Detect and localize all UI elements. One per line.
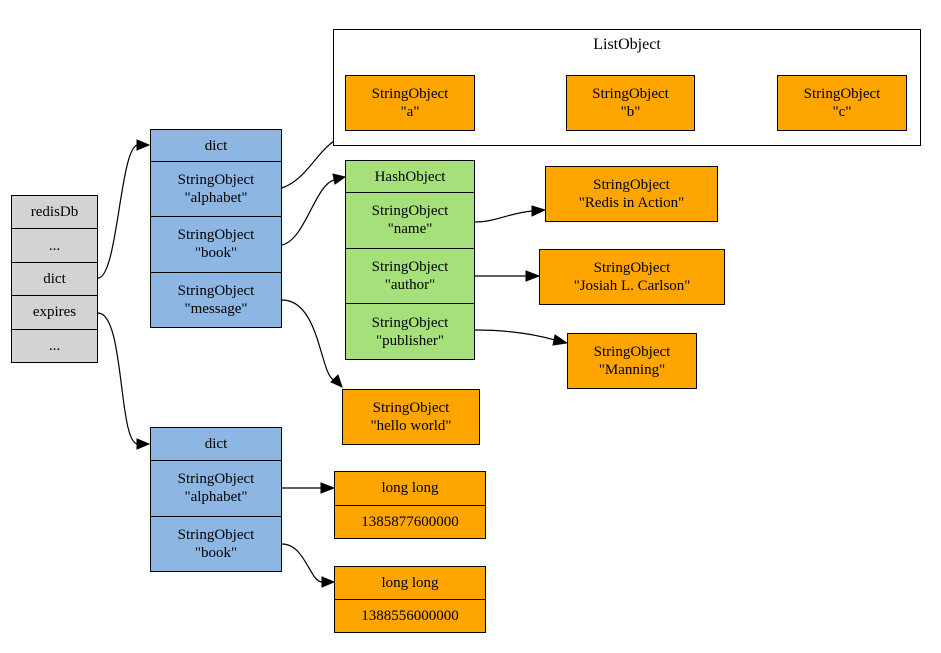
list-item-type: StringObject	[371, 86, 449, 102]
dict-main-key-type: StringObject	[177, 227, 255, 244]
message-value-hello-world: StringObject "hello world"	[342, 389, 480, 445]
hash-value-text: "Redis in Action"	[578, 195, 685, 211]
edge-author-to-value	[475, 270, 541, 282]
dict-expires-record: dict StringObject "alphabet" StringObjec…	[150, 427, 282, 572]
dict-main-key-book: StringObject "book"	[150, 216, 282, 273]
hash-value-type: StringObject	[593, 177, 670, 193]
redisdb-dict-field: dict	[11, 261, 98, 297]
dict-main-key-type: StringObject	[177, 282, 255, 299]
dict-expires-key-book: StringObject "book"	[150, 515, 282, 572]
dict-expires-key-type: StringObject	[177, 471, 255, 488]
redisdb-header: redisDb	[11, 195, 98, 230]
list-item-type: StringObject	[592, 86, 669, 102]
list-item-c: StringObject "c"	[777, 75, 907, 131]
expire-value-number: 1388556000000	[334, 599, 486, 633]
hash-field-type: StringObject	[371, 314, 449, 331]
expire-value-book: long long 1388556000000	[334, 566, 486, 633]
hash-field-value: "name"	[387, 221, 433, 238]
dict-expires-key-alphabet: StringObject "alphabet"	[150, 460, 282, 517]
edge-dict-to-dict-main	[97, 139, 151, 279]
dict-expires-key-value: "book"	[194, 544, 238, 561]
dict-expires-key-type: StringObject	[177, 526, 255, 543]
redisdb-record: redisDb ... dict expires ...	[11, 195, 98, 364]
dict-main-key-alphabet: StringObject "alphabet"	[150, 161, 282, 218]
hash-field-publisher: StringObject "publisher"	[345, 303, 475, 361]
redisdb-expires-field: expires	[11, 295, 98, 330]
edge-exp-book-to-longlong	[281, 543, 336, 588]
edge-exp-alphabet-to-longlong	[282, 482, 336, 494]
hash-field-name: StringObject "name"	[345, 192, 475, 249]
message-value-text: "hello world"	[370, 418, 452, 434]
hash-value-author: StringObject "Josiah L. Carlson"	[539, 249, 725, 305]
edge-publisher-to-value	[474, 329, 569, 346]
hash-value-redis-in-action: StringObject "Redis in Action"	[545, 166, 718, 222]
list-item-value: "a"	[400, 104, 420, 120]
hash-field-value: "publisher"	[375, 332, 445, 349]
edge-name-to-value	[474, 205, 547, 223]
expire-value-number: 1385877600000	[334, 504, 486, 539]
list-item-value: "c"	[832, 104, 852, 120]
dict-main-header: dict	[150, 129, 282, 162]
hash-field-type: StringObject	[371, 203, 449, 220]
dict-main-key-value: "alphabet"	[184, 190, 248, 207]
dict-main-key-message: StringObject "message"	[150, 271, 282, 328]
hash-object-header: HashObject	[345, 160, 475, 193]
expire-value-type: long long	[334, 566, 486, 600]
edge-expires-to-dict-expires	[97, 312, 151, 450]
list-item-value: "b"	[620, 104, 641, 120]
hash-object-record: HashObject StringObject "name" StringObj…	[345, 160, 475, 361]
redisdb-ellipsis-top: ...	[11, 228, 98, 263]
edge-message-to-string	[281, 299, 343, 388]
hash-value-text: "Josiah L. Carlson"	[573, 278, 691, 294]
dict-main-key-value: "message"	[184, 300, 248, 317]
list-object-label: ListObject	[593, 36, 661, 53]
hash-value-type: StringObject	[593, 260, 671, 276]
hash-value-text: "Manning"	[598, 362, 666, 378]
dict-expires-key-value: "alphabet"	[184, 489, 248, 506]
hash-value-manning: StringObject "Manning"	[567, 333, 697, 389]
dict-expires-header: dict	[150, 427, 282, 461]
list-item-type: StringObject	[803, 86, 881, 102]
expire-value-alphabet: long long 1385877600000	[334, 471, 486, 539]
hash-value-type: StringObject	[593, 344, 671, 360]
expire-value-type: long long	[334, 471, 486, 506]
redisdb-ellipsis-bottom: ...	[11, 328, 98, 364]
edge-book-to-hash	[281, 173, 347, 246]
hash-field-author: StringObject "author"	[345, 247, 475, 305]
dict-main-key-value: "book"	[194, 245, 238, 262]
message-value-type: StringObject	[372, 400, 450, 416]
hash-field-type: StringObject	[371, 259, 449, 275]
dict-main-key-type: StringObject	[177, 172, 255, 189]
list-item-a: StringObject "a"	[345, 75, 475, 131]
hash-field-value: "author"	[384, 277, 436, 293]
dict-main-record: dict StringObject "alphabet" StringObjec…	[150, 129, 282, 328]
list-item-b: StringObject "b"	[566, 75, 695, 131]
